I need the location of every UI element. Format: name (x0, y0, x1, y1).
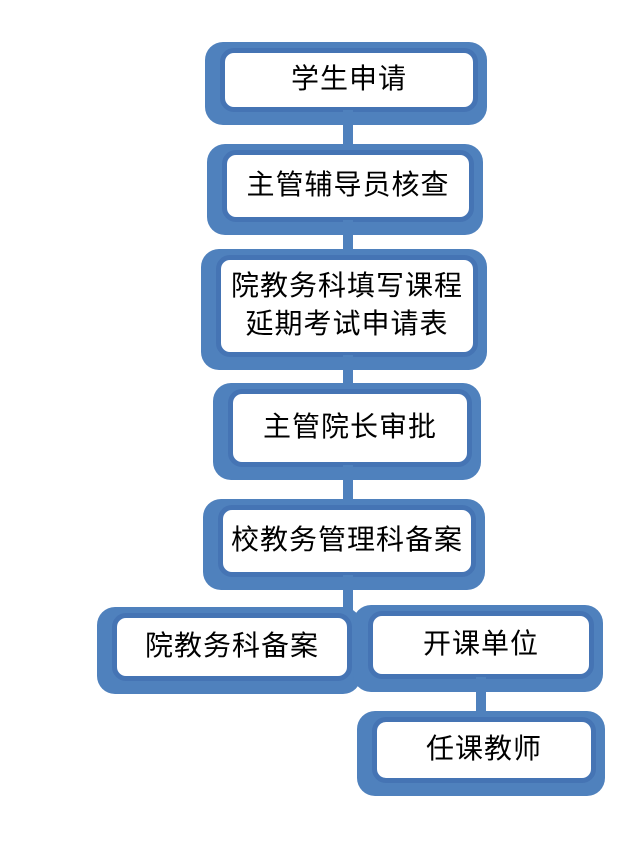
connector-4 (343, 465, 353, 507)
connector-2 (343, 220, 353, 258)
flow-node-university-filing: 校教务管理科备案 (203, 499, 485, 590)
flow-node-counselor-check: 主管辅导员核查 (207, 144, 483, 235)
connector-5 (343, 575, 353, 615)
connector-3 (343, 355, 353, 391)
flow-node-form-filling: 院教务科填写课程 延期考试申请表 (201, 249, 487, 370)
flow-node-course-unit: 开课单位 (353, 605, 603, 692)
flow-node-teacher: 任课教师 (357, 711, 605, 796)
node-label: 开课单位 (422, 629, 539, 660)
node-box: 院教务科填写课程 延期考试申请表 (216, 255, 478, 357)
flow-node-student-application: 学生申请 (205, 42, 487, 125)
connector-6 (476, 677, 486, 719)
node-box: 校教务管理科备案 (218, 505, 476, 577)
node-box: 院教务科备案 (112, 613, 352, 681)
node-label: 院教务科备案 (144, 631, 319, 662)
node-box: 任课教师 (372, 717, 596, 783)
node-label: 主管辅导员核查 (246, 170, 450, 201)
node-box: 开课单位 (368, 611, 594, 679)
node-label: 校教务管理科备案 (230, 525, 463, 556)
flow-node-college-filing: 院教务科备案 (97, 607, 361, 694)
node-box: 主管辅导员核查 (222, 150, 474, 222)
node-box: 学生申请 (220, 48, 478, 112)
node-label: 主管院长审批 (262, 412, 437, 443)
node-box: 主管院长审批 (228, 389, 472, 467)
flow-node-dean-approval: 主管院长审批 (213, 383, 481, 480)
connector-1 (343, 110, 353, 152)
node-label: 院教务科填写课程 延期考试申请表 (230, 271, 463, 340)
node-label: 任课教师 (425, 734, 542, 765)
node-label: 学生申请 (290, 64, 407, 95)
